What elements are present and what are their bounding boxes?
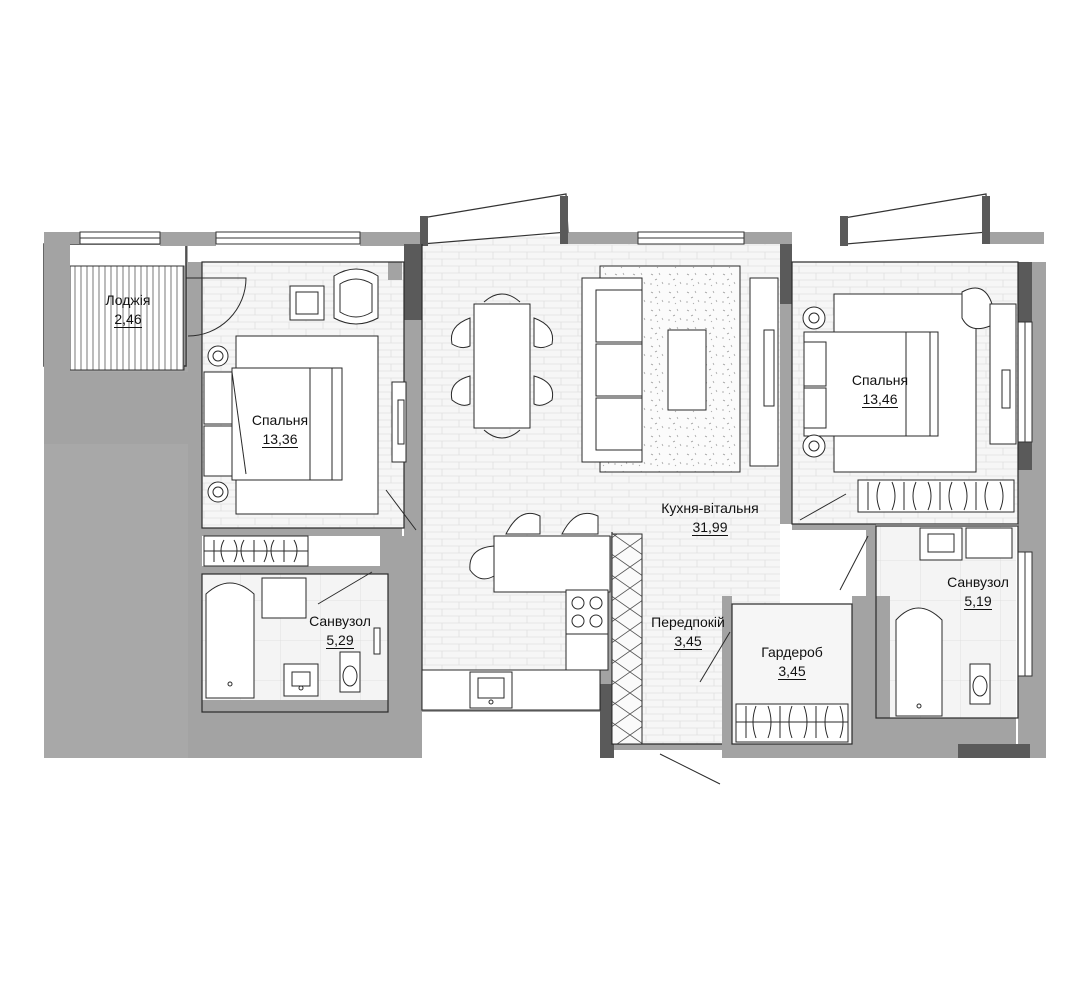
loggia-grey-area bbox=[44, 372, 188, 444]
bath2-label: Санвузол 5,19 bbox=[938, 574, 1018, 612]
hall-label: Передпокій 3,45 bbox=[640, 614, 736, 652]
bedroom1-hangers bbox=[213, 539, 298, 563]
cooktop bbox=[565, 589, 609, 635]
living-label: Кухня-вітальня 31,99 bbox=[650, 500, 770, 538]
dark-walls bbox=[404, 244, 1032, 758]
wardrobe2 bbox=[857, 479, 1015, 513]
living-furniture bbox=[421, 265, 779, 711]
room-area: 13,36 bbox=[262, 430, 298, 448]
loggia-floor bbox=[69, 265, 185, 371]
bay-wall-bedroom2 bbox=[843, 193, 989, 245]
room-area: 2,46 bbox=[114, 310, 142, 328]
coffee-table bbox=[667, 329, 707, 411]
room-area: 5,19 bbox=[964, 592, 992, 610]
room-name: Гардероб bbox=[761, 644, 823, 660]
room-name: Санвузол bbox=[309, 613, 371, 629]
kitchen-island bbox=[493, 535, 611, 593]
bathtub bbox=[895, 607, 943, 717]
tv-stand bbox=[989, 303, 1017, 445]
room-name: Лоджія bbox=[105, 292, 151, 308]
armchair bbox=[961, 287, 993, 330]
bathtub bbox=[205, 582, 255, 699]
wardrobe-label: Гардероб 3,45 bbox=[752, 644, 832, 682]
room-area: 13,46 bbox=[862, 390, 898, 408]
doors bbox=[186, 277, 869, 785]
bedroom2-hangers bbox=[867, 481, 1004, 511]
bedroom1-label: Спальня 13,36 bbox=[240, 412, 320, 450]
room-name: Спальня bbox=[251, 412, 309, 428]
washing-machine bbox=[261, 577, 307, 619]
bedroom2-label: Спальня 13,46 bbox=[840, 372, 920, 410]
room-name: Кухня-вітальня bbox=[661, 500, 759, 516]
windows bbox=[79, 231, 1033, 677]
room-area: 3,45 bbox=[674, 632, 702, 650]
room-area: 5,29 bbox=[326, 631, 354, 649]
room-area: 31,99 bbox=[692, 518, 728, 536]
room-name: Спальня bbox=[851, 372, 909, 388]
room-area: 3,45 bbox=[778, 662, 806, 680]
wardrobe-rack bbox=[735, 703, 849, 743]
bath2-fixtures bbox=[895, 527, 1013, 717]
dining-table bbox=[473, 303, 531, 429]
room-name: Санвузол bbox=[947, 574, 1009, 590]
bedroom2-furniture bbox=[802, 287, 1017, 513]
washing-machine bbox=[965, 527, 1013, 559]
loggia-label: Лоджія 2,46 bbox=[88, 292, 168, 330]
room-name: Передпокій bbox=[651, 614, 725, 630]
bedroom1-furniture bbox=[203, 268, 407, 567]
hall-cabinet bbox=[611, 533, 643, 745]
bath1-fixtures bbox=[205, 577, 381, 699]
bath1-label: Санвузол 5,29 bbox=[300, 613, 380, 651]
